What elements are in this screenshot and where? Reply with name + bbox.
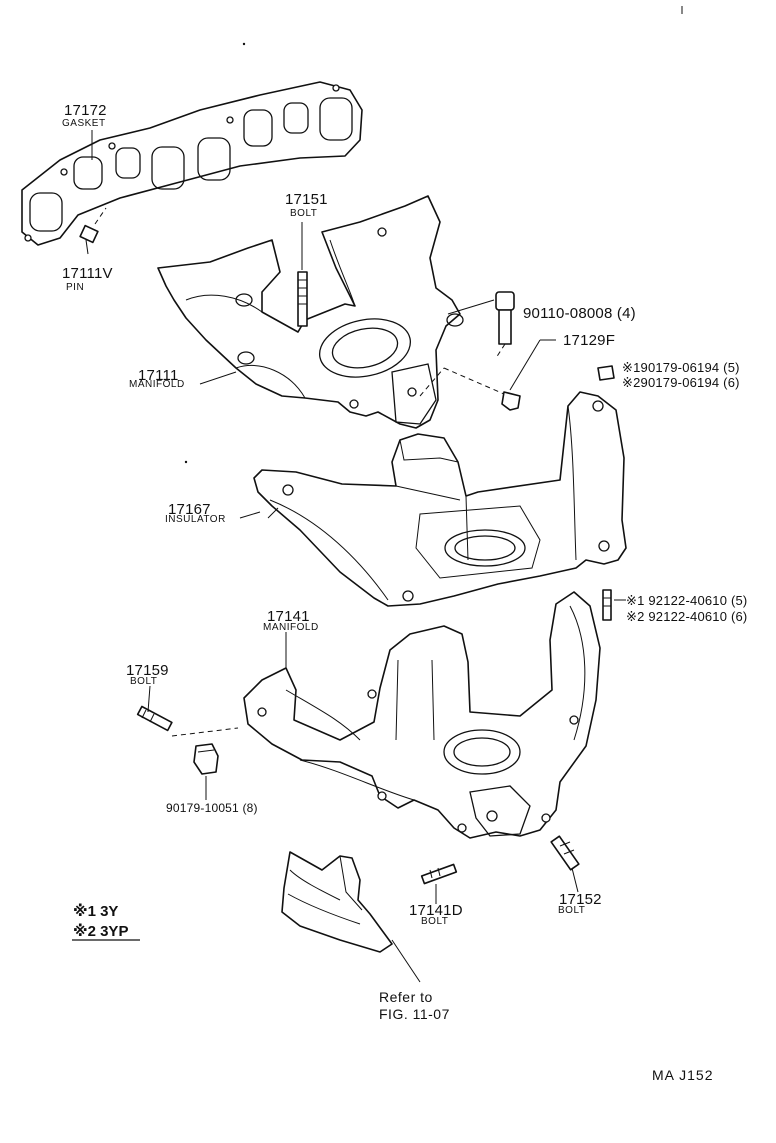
label-17141d: 17141D: [409, 902, 463, 919]
nut-90179-06194: [597, 365, 615, 381]
label-nut-90179-06194-b: ※290179-06194 (6): [622, 375, 740, 390]
label-bolt-17152: BOLT: [558, 905, 586, 916]
manifold-17141: [243, 589, 612, 839]
label-17172: 17172: [64, 102, 107, 119]
note-1: ※1 3Y: [73, 903, 119, 920]
part-17129f: [419, 339, 556, 411]
label-17129f: 17129F: [563, 332, 616, 349]
label-17167: 17167: [168, 501, 211, 518]
label-gasket: GASKET: [62, 118, 106, 129]
refer-line-1: Refer to: [379, 989, 433, 1005]
label-insulator: INSULATOR: [165, 514, 226, 525]
label-17152: 17152: [559, 891, 602, 908]
figure-code: MA J152: [652, 1067, 714, 1083]
leader-lines: [85, 130, 626, 904]
label-17159: 17159: [126, 662, 169, 679]
label-90110-08008: 90110-08008 (4): [523, 305, 636, 322]
label-bolt-17159: BOLT: [130, 676, 158, 687]
pin-17111v: [79, 207, 107, 244]
nut-90179-10051: [193, 743, 219, 775]
label-nut-90179-06194-a: ※190179-06194 (5): [622, 360, 740, 375]
label-bolt-17141d: BOLT: [421, 916, 449, 927]
label-stud-92122-40610-a: ※1 92122-40610 (5): [626, 593, 748, 608]
screw-90110-08008: [495, 291, 515, 359]
label-stud-92122-40610-b: ※2 92122-40610 (6): [626, 609, 748, 624]
label-manifold-17141: MANIFOLD: [263, 622, 319, 633]
label-manifold-17111: MANIFOLD: [129, 379, 185, 390]
label-17111: 17111: [138, 367, 179, 384]
label-bolt-17151: BOLT: [290, 208, 318, 219]
insulator-17167: [253, 391, 627, 607]
gasket-17172: [21, 81, 363, 246]
bolt-17141d: [420, 863, 458, 885]
bolt-17152: [550, 835, 580, 871]
label-17141: 17141: [267, 608, 310, 625]
heat-shield: [281, 851, 421, 983]
bolt-17159: [136, 705, 239, 737]
manifold-17111: [157, 195, 464, 429]
label-90179-10051: 90179-10051 (8): [166, 801, 258, 815]
refer-line-2: FIG. 11-07: [379, 1006, 450, 1022]
note-2: ※2 3YP: [73, 923, 129, 940]
label-17151: 17151: [285, 191, 328, 208]
label-17111v: 17111V: [62, 265, 113, 282]
label-pin: PIN: [66, 282, 85, 293]
